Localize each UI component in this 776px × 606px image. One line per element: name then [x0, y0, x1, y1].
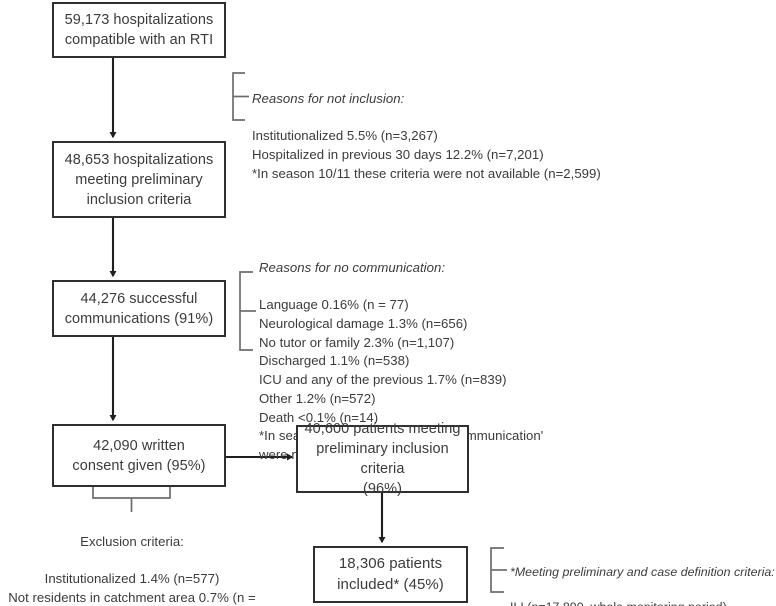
node-meeting-preliminary-inclusion-criteria-label: 48,653 hospitalizations meeting prelimin…	[64, 151, 214, 208]
bracket-no-communication	[239, 271, 256, 351]
node-successful-communications-label: 44,276 successful communications (91%)	[64, 290, 214, 327]
node-meeting-preliminary-inclusion-criteria: 48,653 hospitalizations meeting prelimin…	[52, 141, 226, 218]
note-reasons-for-not-inclusion-heading: Reasons for not inclusion:	[252, 90, 405, 106]
node-patients-meeting-preliminary-inclusion-criteria-label: 40,600 patients meeting preliminary incl…	[304, 421, 461, 497]
note-reasons-for-not-inclusion: Reasons for not inclusion: Institutional…	[252, 71, 672, 202]
node-written-consent-given-label: 42,090 written consent given (95%)	[72, 437, 206, 474]
node-written-consent-given: 42,090 written consent given (95%)	[52, 424, 226, 487]
node-hospitalizations-compatible-rti: 59,173 hospitalizations compatible with …	[52, 2, 226, 58]
note-reasons-for-no-communication-heading: Reasons for no communication:	[259, 259, 446, 275]
note-exclusion-criteria: Exclusion criteria: Institutionalized 1.…	[0, 514, 264, 606]
note-reasons-for-not-inclusion-lines: Institutionalized 5.5% (n=3,267) Hospita…	[252, 128, 601, 181]
note-exclusion-criteria-heading: Exclusion criteria:	[80, 533, 184, 549]
note-case-definition-criteria-heading: *Meeting preliminary and case definition…	[510, 564, 775, 579]
note-exclusion-criteria-lines: Institutionalized 1.4% (n=577) Not resid…	[8, 571, 256, 605]
note-case-definition-criteria: *Meeting preliminary and case definition…	[510, 546, 776, 606]
bracket-exclusion	[92, 487, 171, 512]
bracket-case-definition	[490, 547, 507, 593]
node-hospitalizations-compatible-rti-label: 59,173 hospitalizations compatible with …	[64, 12, 214, 48]
node-patients-included: 18,306 patients included* (45%)	[313, 546, 468, 603]
node-patients-included-label: 18,306 patients included* (45%)	[337, 554, 444, 593]
note-case-definition-criteria-lines: ILI (n=17,890, whole monitoring period) …	[510, 599, 776, 606]
node-successful-communications: 44,276 successful communications (91%)	[52, 280, 226, 337]
node-patients-meeting-preliminary-inclusion-criteria: 40,600 patients meeting preliminary incl…	[296, 421, 469, 497]
bracket-not-inclusion	[232, 72, 249, 121]
